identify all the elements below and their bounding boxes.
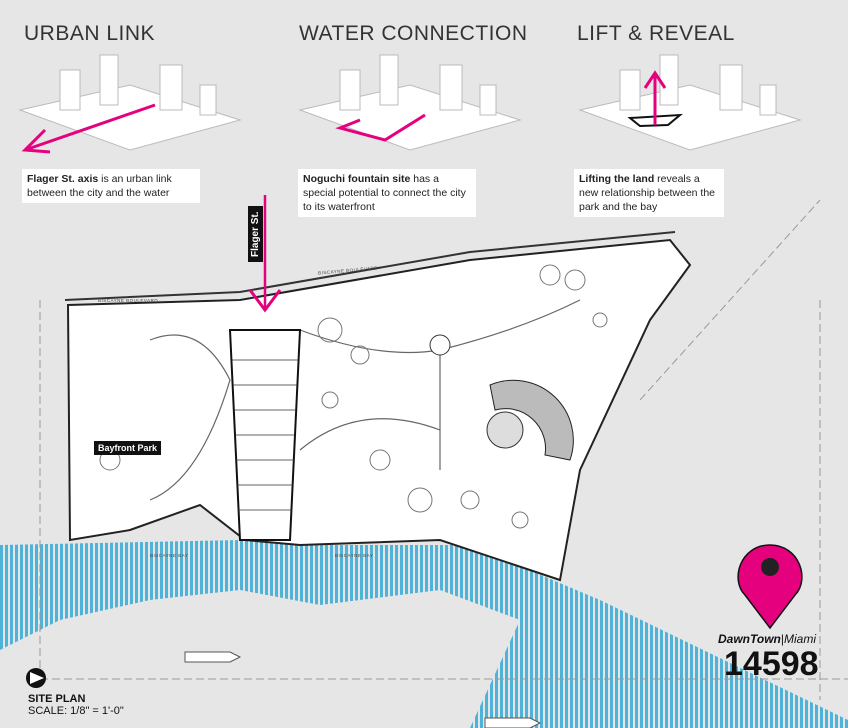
brand-main: DawnTown — [718, 632, 781, 646]
panel-caption: Lifting the land reveals a new relations… — [574, 169, 724, 217]
lift-reveal-diagram — [578, 54, 802, 151]
site-plan-legend: SITE PLAN SCALE: 1/8" = 1'-0" — [28, 693, 124, 717]
caption-bold: Flager St. axis — [27, 173, 99, 185]
site-plan-title: SITE PLAN — [28, 693, 86, 705]
caption-text: has a special potential to connect the c… — [303, 173, 466, 213]
panel-title: WATER CONNECTION — [299, 22, 528, 45]
panel-title: URBAN LINK — [24, 22, 156, 45]
bay-water — [0, 540, 848, 728]
brand-name: DawnTown|Miami — [718, 632, 817, 646]
caption-text: is an urban link between the city and th… — [27, 173, 172, 199]
park-outline — [66, 238, 692, 582]
caption-bold: Noguchi fountain site — [303, 173, 411, 185]
road-label: BISCAYNE BOULEVARD — [98, 298, 159, 303]
entry-number: 14598 — [724, 645, 819, 683]
boats — [184, 651, 542, 728]
flager-axis-slipway — [228, 195, 302, 541]
scale-text: SCALE: 1/8" = 1'-0" — [28, 705, 124, 717]
bay-label: BISCAYNE BAY — [150, 553, 189, 558]
panel-title: LIFT & REVEAL — [577, 22, 735, 45]
caption-text: reveals a new relationship between the p… — [579, 173, 716, 213]
caption-bold: Lifting the land — [579, 173, 655, 185]
park-label: Bayfront Park — [94, 441, 162, 455]
amphitheater — [429, 334, 574, 461]
map-pin-icon — [737, 544, 803, 630]
brand-city: Miami — [784, 632, 817, 646]
panel-caption: Noguchi fountain site has a special pote… — [298, 169, 476, 217]
urban-link-diagram — [18, 54, 242, 154]
panel-caption: Flager St. axis is an urban link between… — [22, 169, 200, 203]
water-connection-diagram — [298, 54, 522, 151]
bay-label: BISCAYNE BAY — [335, 553, 374, 558]
north-arrow-icon — [26, 668, 46, 688]
street-label: Flager St. — [248, 206, 263, 262]
